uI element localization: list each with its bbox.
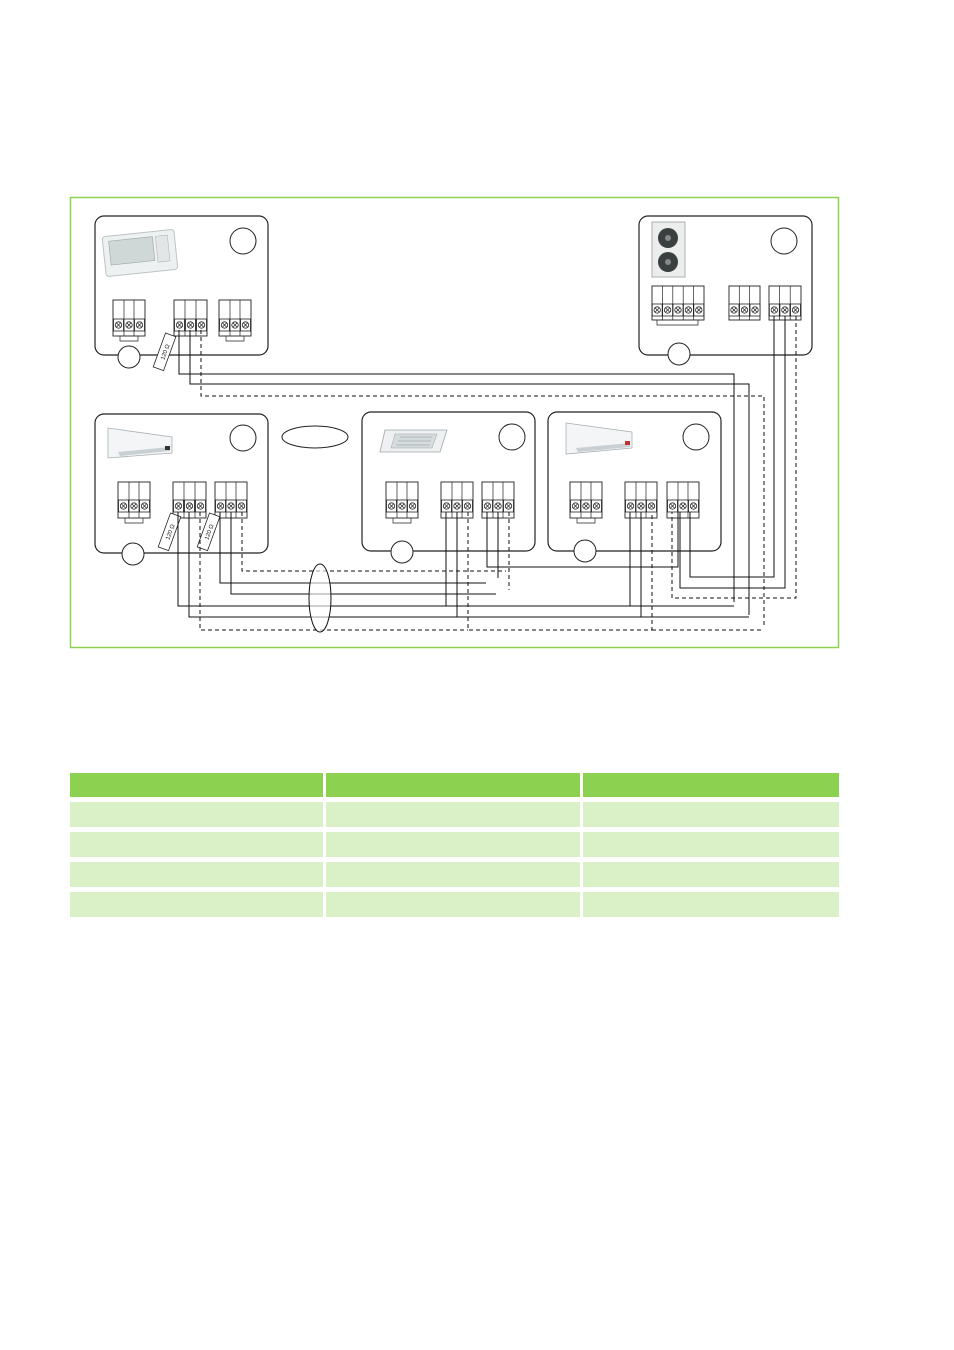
- cable-bundle-oval: [308, 563, 332, 633]
- controller-id-circle: [229, 227, 257, 255]
- wire: [486, 512, 679, 568]
- wall-split-unit-icon: [107, 427, 173, 459]
- outdoor-unit-box: [638, 215, 813, 366]
- resistor-120-ohm: 120 Ω: [152, 332, 177, 372]
- terminal-block: [112, 299, 146, 342]
- wiring: [177, 316, 797, 631]
- terminal-block: [651, 285, 705, 326]
- table-cell: [70, 832, 327, 862]
- outdoor-ground-circle: [667, 342, 691, 366]
- wire: [456, 512, 642, 618]
- diagram-frame: [69, 196, 840, 649]
- indoor-cassette-ground-circle: [390, 540, 414, 564]
- terminal-block: [385, 481, 419, 524]
- wire: [199, 512, 468, 631]
- indoor-cassette-id-circle: [498, 423, 526, 451]
- table-cell: [70, 892, 327, 922]
- wire: [200, 330, 765, 628]
- table-header-cell: [70, 773, 327, 802]
- wire: [679, 316, 786, 589]
- resistor-label: 120 Ω: [165, 523, 176, 541]
- network-bus-label-oval: [281, 425, 349, 449]
- wire: [241, 512, 506, 572]
- wire: [445, 512, 631, 607]
- indoor-unit-left-box: 120 Ω 120 Ω: [94, 413, 349, 566]
- wiring-diagram: 120 Ω: [69, 196, 840, 649]
- indoor-right-id-circle: [682, 423, 710, 451]
- outdoor-unit-icon: [651, 221, 686, 278]
- table-row: [70, 862, 839, 892]
- table-header-cell: [582, 773, 839, 802]
- resistor-label: 120 Ω: [160, 343, 171, 361]
- wall-split-unit-icon: [565, 422, 633, 455]
- table-header-row: [70, 773, 839, 802]
- table-row: [70, 802, 839, 832]
- table-cell: [326, 802, 583, 832]
- wire: [219, 512, 486, 584]
- table-cell: [582, 862, 839, 892]
- table-row: [70, 832, 839, 862]
- resistor-120-ohm: 120 Ω: [157, 512, 182, 552]
- terminal-block: [768, 285, 802, 321]
- table-cell: [582, 832, 839, 862]
- table-cell: [70, 802, 327, 832]
- indoor-right-ground-circle: [573, 539, 597, 563]
- resistor-120-ohm: 120 Ω: [196, 512, 221, 552]
- wire: [689, 316, 775, 578]
- terminal-block: [569, 481, 603, 524]
- table-cell: [582, 802, 839, 832]
- wire: [467, 512, 653, 631]
- table-row: [70, 892, 839, 922]
- indoor-left-ground-circle: [121, 542, 145, 566]
- wire: [230, 512, 496, 595]
- table-cell: [326, 892, 583, 922]
- terminal-block: [728, 285, 761, 321]
- table-header-cell: [326, 773, 583, 802]
- table-cell: [70, 862, 327, 892]
- wiring-spec-table: [70, 773, 839, 922]
- table-cell: [326, 862, 583, 892]
- wire: [188, 512, 460, 618]
- outdoor-id-circle: [770, 227, 798, 255]
- wire: [671, 316, 797, 599]
- table-cell: [326, 832, 583, 862]
- controller-box: 120 Ω: [94, 215, 269, 372]
- resistor-label: 120 Ω: [204, 523, 215, 541]
- wire: [189, 330, 750, 615]
- terminal-block: [218, 299, 252, 342]
- terminal-block: [117, 481, 151, 524]
- wired-controller-icon: [101, 229, 179, 277]
- controller-ground-circle: [117, 345, 141, 369]
- wire: [177, 512, 452, 607]
- cassette-unit-icon: [379, 429, 448, 453]
- indoor-left-id-circle: [229, 424, 257, 452]
- table-cell: [582, 892, 839, 922]
- wire: [178, 330, 735, 602]
- indoor-unit-right-box: [547, 411, 722, 563]
